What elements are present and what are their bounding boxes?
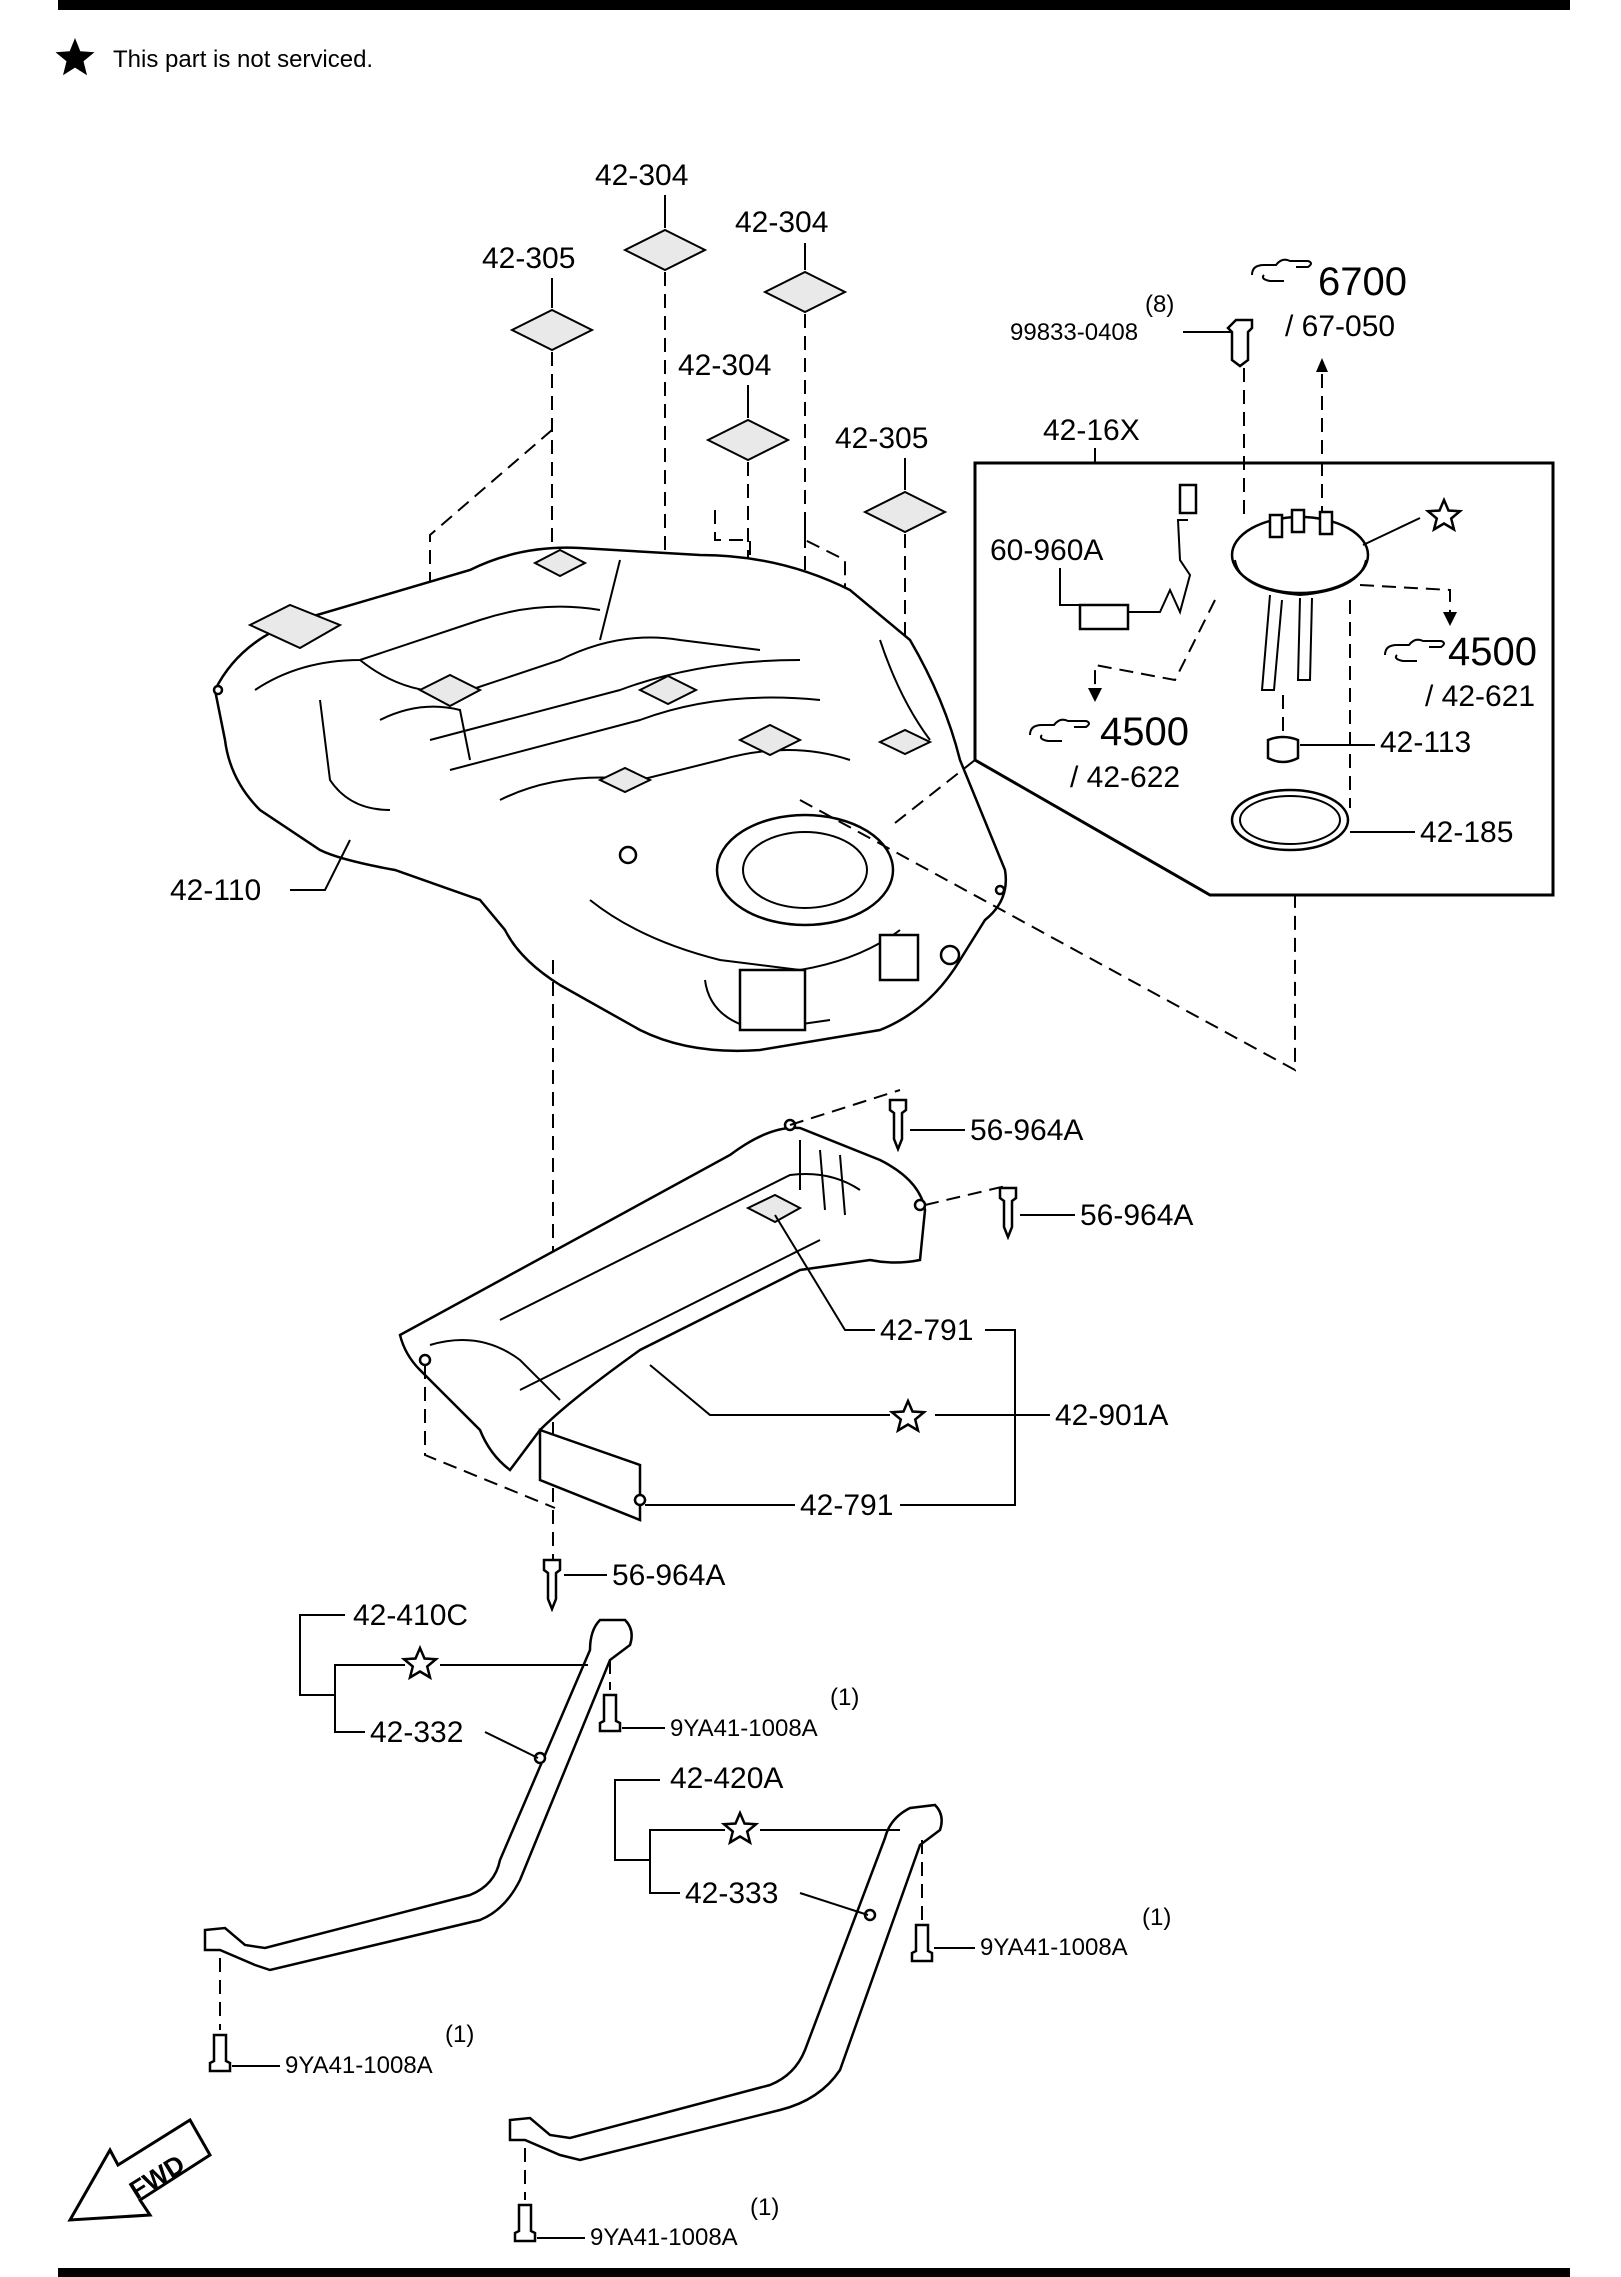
- star-icon: [400, 1644, 440, 1681]
- heat-insulator: [398, 1118, 927, 1522]
- label-9ya-d: 9YA41-1008A: [590, 2224, 738, 2251]
- harness-connector: [1078, 603, 1130, 631]
- label-9ya-c: 9YA41-1008A: [285, 2052, 433, 2079]
- label-42-420a: 42-420A: [670, 1762, 783, 1795]
- bolt-9ya-c: [208, 2033, 232, 2073]
- pump-inset: 42-16X (8) 99833-0408 6700 / 67-050 60-9…: [973, 258, 1555, 897]
- bolt-9ya-d: [513, 2203, 537, 2243]
- label-42-901a: 42-901A: [1055, 1399, 1168, 1432]
- ref-4500-a: 4500: [1448, 630, 1537, 674]
- part-42-113: [1266, 735, 1300, 764]
- bolt-56-964a-a: [888, 1098, 908, 1153]
- top-border: [58, 0, 1570, 10]
- label-9ya-qty-a: (1): [830, 1684, 859, 1711]
- label-42-791-b: 42-791: [800, 1489, 893, 1522]
- label-42-304-c: 42-304: [678, 349, 771, 382]
- pad-42-305-a: [509, 308, 595, 352]
- bottom-border: [58, 2268, 1570, 2277]
- part-42-185: [1230, 788, 1350, 852]
- fwd-arrow-icon: FWD: [67, 2117, 213, 2222]
- label-42-410c: 42-410C: [353, 1599, 468, 1632]
- label-42-305-b: 42-305: [835, 422, 928, 455]
- bolt-9ya-b: [910, 1923, 934, 1963]
- label-42-332: 42-332: [370, 1716, 463, 1749]
- label-60-960a: 60-960A: [990, 534, 1103, 567]
- pad-42-304-b: [762, 270, 848, 314]
- ref-4500-b: 4500: [1100, 710, 1189, 754]
- label-9ya-qty-b: (1): [1142, 1904, 1171, 1931]
- screw-99833: [1226, 318, 1254, 368]
- fwd-label: FWD: [124, 2148, 190, 2205]
- label-42-185: 42-185: [1420, 816, 1513, 849]
- label-42-304-b: 42-304: [735, 206, 828, 239]
- legend-text: This part is not serviced.: [113, 46, 373, 73]
- label-42-791-a: 42-791: [880, 1314, 973, 1347]
- label-9ya-qty-d: (1): [750, 2194, 779, 2221]
- gasket-pads: [509, 228, 948, 534]
- bolt-56-964a-b: [998, 1186, 1018, 1241]
- bolt-9ya-a: [598, 1693, 622, 1733]
- pad-42-304-c: [705, 418, 791, 462]
- label-42-16x: 42-16X: [1043, 414, 1140, 447]
- label-9ya-qty-c: (1): [445, 2021, 474, 2048]
- star-icon: [1424, 496, 1464, 533]
- bolt-56-964a-c: [542, 1558, 562, 1613]
- star-icon: [720, 1809, 760, 1846]
- tank-strap-42-333: [508, 1803, 943, 2162]
- tank-strap-42-332: [203, 1618, 633, 1972]
- part-42-791-lower: [538, 1428, 642, 1522]
- legend: This part is not serviced.: [55, 38, 373, 76]
- label-42-110: 42-110: [170, 874, 261, 907]
- pointing-hand-icon: [1251, 258, 1312, 282]
- label-56-964a-c: 56-964A: [612, 1559, 725, 1592]
- label-9ya-b: 9YA41-1008A: [980, 1934, 1128, 1961]
- star-icon: [888, 1397, 928, 1434]
- pad-42-304-a: [622, 228, 708, 272]
- ref-67-050: / 67-050: [1285, 310, 1395, 343]
- label-42-113: 42-113: [1380, 726, 1471, 759]
- fuel-tank: [212, 546, 1008, 1053]
- ref-42-621: / 42-621: [1425, 680, 1535, 713]
- pointing-hand-icon: [1384, 638, 1445, 662]
- label-9ya-a: 9YA41-1008A: [670, 1715, 818, 1742]
- label-42-305-a: 42-305: [482, 242, 575, 275]
- star-icon: [55, 38, 95, 76]
- label-42-333: 42-333: [685, 1877, 778, 1910]
- ref-42-622: / 42-622: [1070, 761, 1180, 794]
- label-99833-qty: (8): [1145, 291, 1174, 318]
- label-42-304-a: 42-304: [595, 159, 688, 192]
- pad-42-305-b: [862, 490, 948, 534]
- label-99833: 99833-0408: [1010, 319, 1138, 346]
- ref-6700: 6700: [1318, 260, 1407, 304]
- label-56-964a-b: 56-964A: [1080, 1199, 1193, 1232]
- pointing-hand-icon: [1029, 718, 1090, 742]
- label-56-964a-a: 56-964A: [970, 1114, 1083, 1147]
